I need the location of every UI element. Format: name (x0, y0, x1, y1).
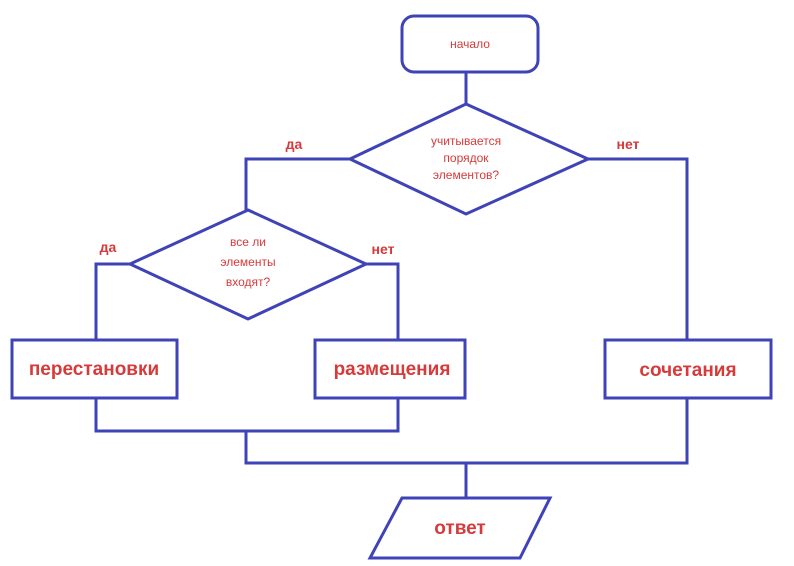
connector-left-merge (94, 398, 400, 433)
branch-label-d1-no: нет (617, 136, 640, 152)
decision1-line3: элементов? (433, 168, 499, 182)
connector-decision1-yes (244, 157, 350, 210)
decision1-line1: учитывается (431, 134, 501, 148)
permutations-box (10, 338, 179, 400)
branch-label-d2-no: нет (372, 241, 395, 257)
decision1-line2: порядок (443, 151, 489, 165)
arrangements-label: размещения (334, 359, 451, 380)
answer-label: ответ (434, 518, 486, 539)
connector-decision2-yes (94, 262, 130, 340)
connector-decision2-no (366, 262, 400, 340)
arrangements-box (313, 338, 467, 400)
permutations-label: перестановки (29, 359, 159, 380)
decision2-line3: входят? (226, 275, 271, 289)
decision2-line1: все ли (230, 235, 266, 249)
combinations-box (603, 338, 773, 400)
start-node (400, 14, 540, 74)
branch-label-d2-yes: да (100, 239, 117, 255)
decision-all-elements (126, 208, 370, 321)
connectors (94, 72, 689, 498)
decision2-line2: элементы (220, 255, 275, 269)
decision-order-matters (346, 102, 592, 216)
connector-decision1-no (588, 157, 689, 340)
answer-node (367, 496, 553, 560)
start-label: начало (450, 37, 490, 51)
branch-label-d1-yes: да (286, 136, 303, 152)
combinations-label: сочетания (639, 360, 736, 381)
